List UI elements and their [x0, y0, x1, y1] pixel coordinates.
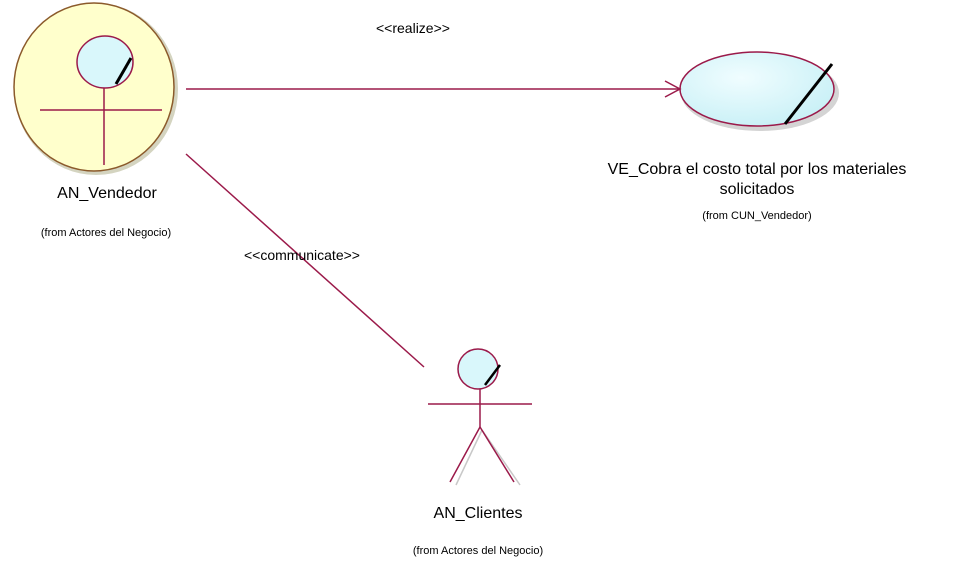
communicate-association[interactable] [185, 153, 425, 368]
use-case-from: (from CUN_Vendedor) [702, 210, 812, 222]
business-use-case-icon[interactable] [679, 51, 839, 131]
use-case-name: VE_Cobra el costo total por los material… [608, 160, 907, 200]
use-case-name-line1: VE_Cobra el costo total por los material… [607, 161, 907, 178]
actor-vendedor-from: (from Actores del Negocio) [40, 227, 172, 239]
realize-relationship[interactable] [186, 80, 682, 98]
actor-clientes-icon[interactable] [428, 348, 532, 486]
use-case-name-line2: solicitados [719, 181, 795, 198]
actor-clientes-name: AN_Clientes [433, 505, 523, 522]
actor-vendedor-name: AN_Vendedor [57, 185, 157, 202]
business-actor-vendedor-icon[interactable] [13, 2, 178, 175]
actor-clientes-from: (from Actores del Negocio) [412, 545, 544, 557]
realize-stereotype-label: <<realize>> [376, 20, 450, 36]
communicate-stereotype-label: <<communicate>> [244, 247, 360, 263]
